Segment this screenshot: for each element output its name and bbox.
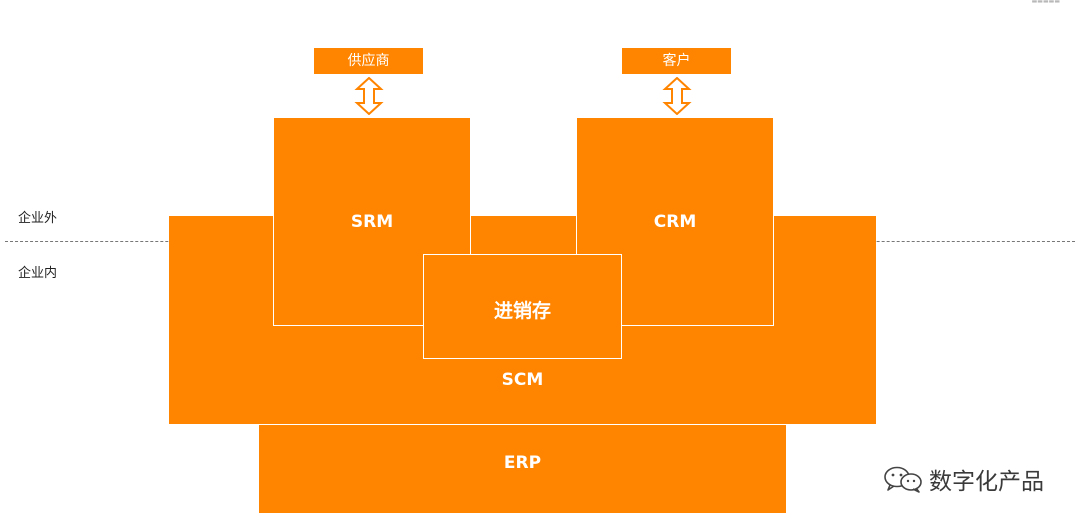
crm-label: CRM — [653, 212, 697, 232]
erp-label: ERP — [503, 453, 542, 473]
supplier-tag: 供应商 — [314, 48, 423, 74]
top-right-faint-mark: ▬▬▬▬▬ — [1031, 0, 1060, 5]
jxc-label: 进销存 — [493, 300, 551, 322]
erp-block: ERP — [259, 425, 786, 513]
supplier-srm-arrow-icon — [354, 77, 384, 115]
watermark-text: 数字化产品 — [929, 469, 1044, 495]
scm-label: SCM — [501, 370, 544, 390]
watermark: 数字化产品 — [883, 462, 1044, 496]
jxc-block: 进销存 — [423, 254, 622, 359]
customer-tag: 客户 — [622, 48, 731, 74]
zone-inside-label: 企业内 — [18, 266, 58, 281]
customer-crm-arrow-icon — [662, 77, 692, 115]
zone-outside-label: 企业外 — [18, 211, 58, 226]
wechat-icon — [884, 466, 922, 493]
srm-label: SRM — [350, 212, 394, 232]
